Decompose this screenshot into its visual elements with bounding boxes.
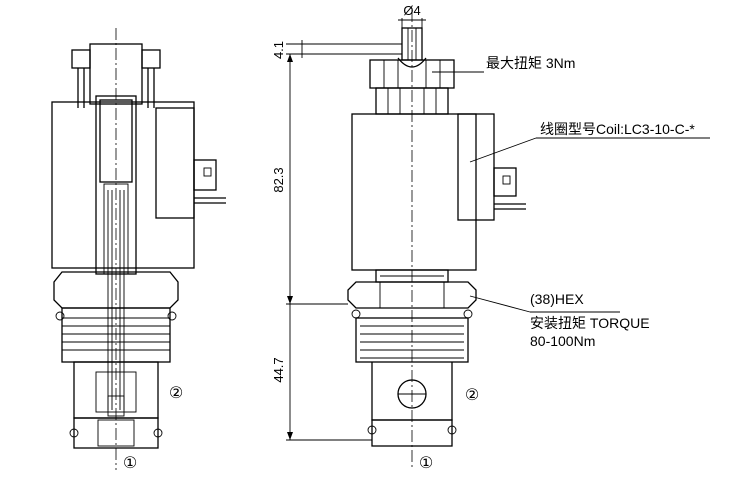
dim-body-label: 82.3 [271,167,286,192]
labels: Ø4 4.1 82.3 44.7 最大扭矩 3Nm 线圈型号Coil:LC3-1… [123,3,696,472]
section-view [51,28,226,470]
install-torque-label: 安装扭矩 TORQUE [530,315,650,331]
diameter-label: Ø4 [403,3,420,18]
external-view [347,10,526,470]
dim-lower-label: 44.7 [271,357,286,382]
external-port-2-label: ② [465,385,479,404]
section-port-2-label: ② [169,383,183,402]
torque-range-label: 80-100Nm [530,333,595,349]
dim-top-label: 4.1 [271,41,286,59]
dimension-lines [286,18,710,441]
external-port-1-label: ① [419,453,433,472]
coil-model-label: 线圈型号Coil:LC3-10-C-* [540,121,695,137]
max-torque-label: 最大扭矩 3Nm [486,55,575,71]
hex-size-label: (38)HEX [530,291,584,307]
section-port-1-label: ① [123,453,137,472]
